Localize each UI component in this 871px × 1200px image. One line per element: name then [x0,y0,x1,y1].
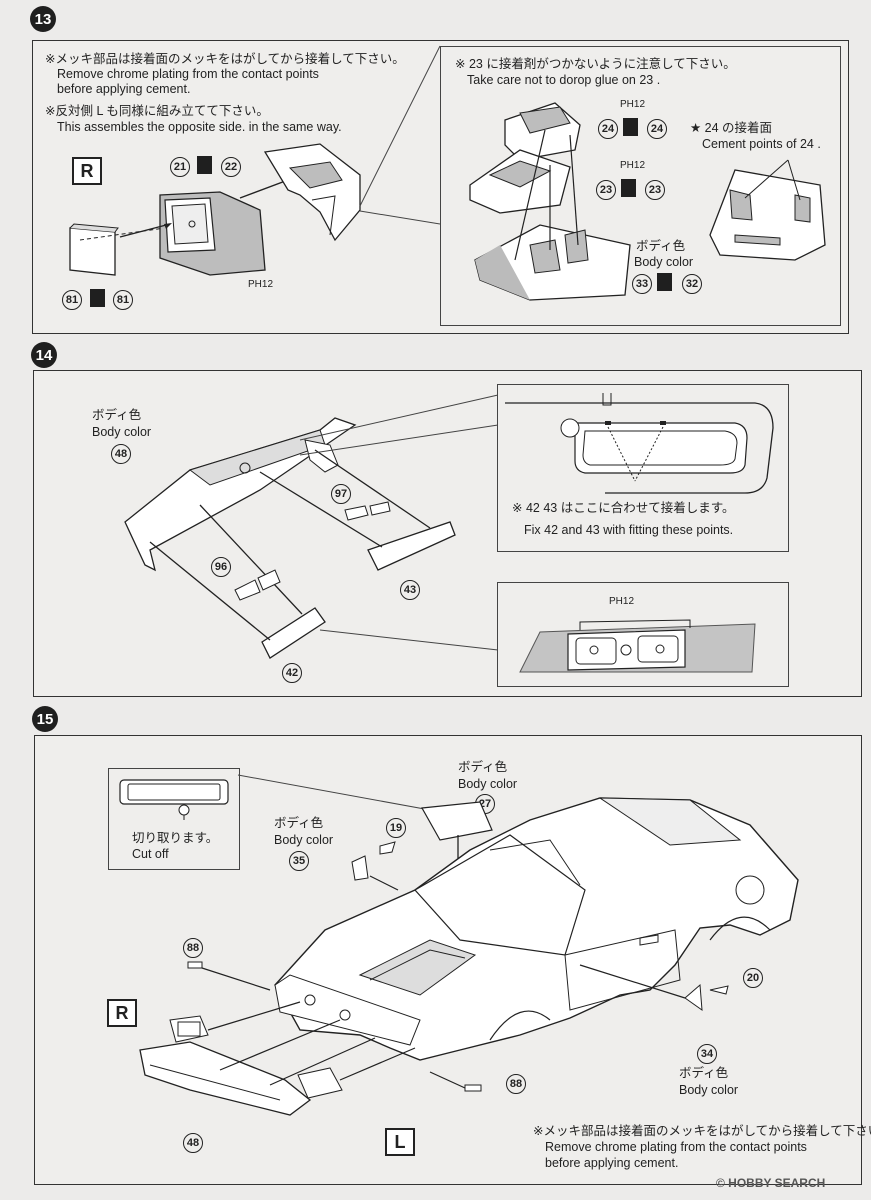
fix-note-jp: ※ 42 43 はここに合わせて接着します。 [512,501,735,515]
pair-icon [197,156,212,174]
side-l-label-15: L [385,1128,415,1156]
taillight-housing-drawing [505,393,774,494]
chrome-note-en-2: before applying cement. [57,82,191,96]
body-color-en-13: Body color [634,255,694,269]
step-14-number: 14 [35,346,53,364]
step-13-number: 13 [34,10,52,28]
part-32-label: 32 [682,274,702,294]
body-color-jp-13: ボディ色 [636,239,686,253]
step-13-badge: 13 [30,6,56,32]
chrome-note-en-15-1: Remove chrome plating from the contact p… [545,1140,807,1154]
seat-assembly-drawing [469,102,631,301]
body-color-jp-14: ボディ色 [92,408,142,422]
chrome-note-jp: ※メッキ部品は接着面のメッキをはがしてから接着して下さい。 [45,52,405,66]
body-color-jp-34: ボディ色 [679,1066,729,1080]
step-14-leader-lines [299,394,499,651]
step-15-number: 15 [36,710,54,728]
cement-points-en: Cement points of 24 . [702,137,821,151]
part-22-label: 22 [221,157,241,177]
taillight-lens-drawing [519,619,756,673]
part-97-label: 97 [331,484,351,504]
seat-part-24-drawing [709,159,826,261]
opposite-note-jp: ※反対側 L も同様に組み立てて下さい。 [45,104,269,118]
chrome-note-jp-15: ※メッキ部品は接着面のメッキをはがしてから接着して下さい。 [533,1124,871,1138]
part-20-label: 20 [743,968,763,988]
ph12-label-13c: PH12 [620,160,646,171]
body-color-jp-35: ボディ色 [274,816,324,830]
glue-warning-en: Take care not to dorop glue on 23 . [467,73,661,87]
part-48-label-15: 48 [183,1133,203,1153]
step-14-badge: 14 [31,342,57,368]
fix-note-en: Fix 42 and 43 with fitting these points. [524,523,734,537]
chrome-note-en-1: Remove chrome plating from the contact p… [57,67,319,81]
cut-off-jp: 切り取ります。 [132,831,219,845]
body-color-en-27: Body color [458,777,518,791]
part-33-label: 33 [632,274,652,294]
part-23b-label: 23 [645,180,665,200]
ph12-label-13b: PH12 [620,99,646,110]
part-35-label: 35 [289,851,309,871]
part-81a-label: 81 [62,290,82,310]
part-21-label: 21 [170,157,190,177]
part-19-label: 19 [386,818,406,838]
part-88b-label: 88 [506,1074,526,1094]
part-81b-label: 81 [113,290,133,310]
hobby-search-watermark: © HOBBY SEARCH [716,1176,826,1190]
headlight-bucket-drawing [69,143,361,276]
pair-icon [657,273,672,291]
part-42-label: 42 [282,663,302,683]
step-15-badge: 15 [32,706,58,732]
cut-off-en: Cut off [132,847,169,861]
pair-icon [621,179,636,197]
part-88a-label: 88 [183,938,203,958]
body-color-jp-27: ボディ色 [458,760,508,774]
body-color-en-34: Body color [679,1083,739,1097]
part-34-label: 34 [697,1044,717,1064]
chrome-note-en-15-2: before applying cement. [545,1156,679,1170]
car-body-drawing [139,774,799,1116]
part-43-label: 43 [400,580,420,600]
rear-panel-drawing [124,417,456,659]
part-96-label: 96 [211,557,231,577]
body-color-en-14: Body color [92,425,152,439]
inset-leader-lines [359,45,441,225]
part-23a-label: 23 [596,180,616,200]
ph12-label-14: PH12 [609,596,635,607]
part-24a-label: 24 [598,119,618,139]
glue-warning-jp: ※ 23 に接着剤がつかないように注意して下さい。 [455,57,736,71]
pair-icon [623,118,638,136]
part-24b-label: 24 [647,119,667,139]
cement-points-jp: ★ 24 の接着面 [690,121,773,135]
side-r-label: R [72,157,102,185]
ph12-label-13a: PH12 [248,279,274,290]
part-48-label-14: 48 [111,444,131,464]
side-r-label-15: R [107,999,137,1027]
opposite-note-en: This assembles the opposite side. in the… [57,120,342,134]
cut-off-part-drawing [119,779,229,820]
pair-icon [90,289,105,307]
body-color-en-35: Body color [274,833,334,847]
